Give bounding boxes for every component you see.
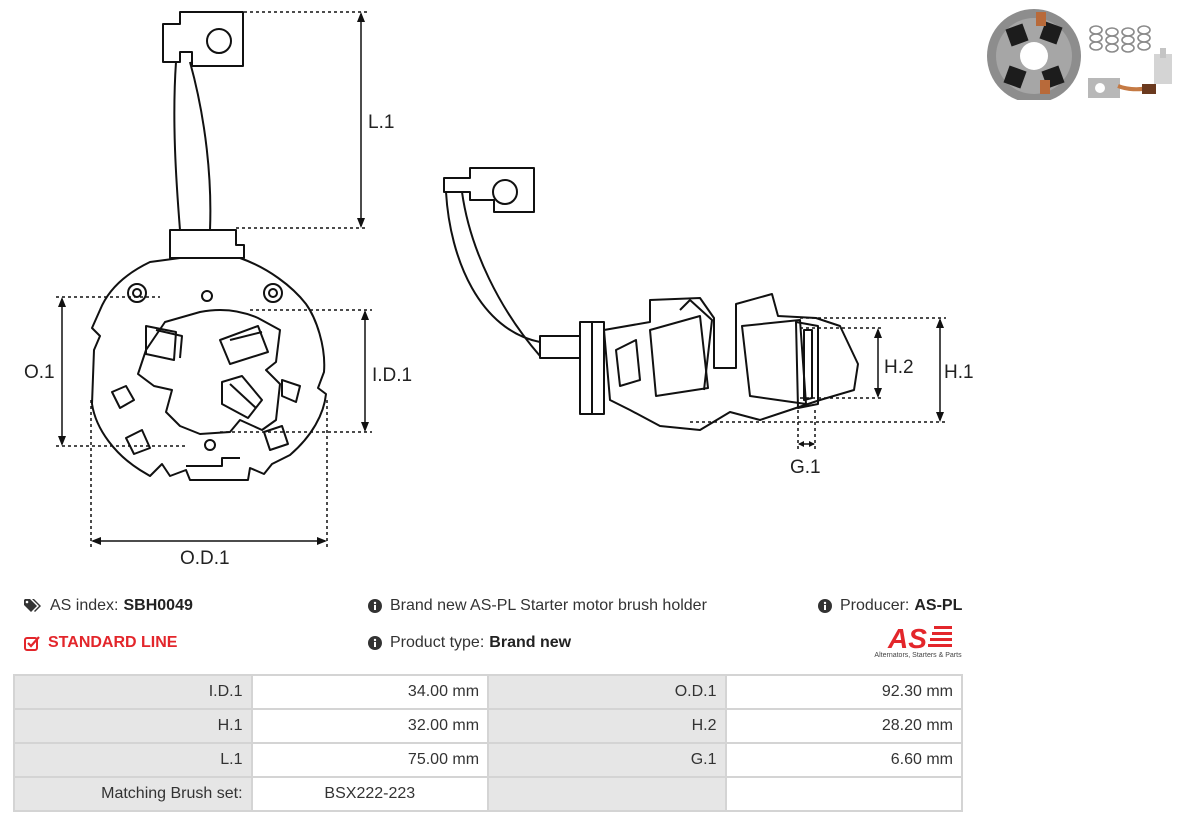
specs-table: I.D.1 34.00 mm O.D.1 92.30 mm H.1 32.00 … <box>13 674 964 812</box>
dim-label-od1: O.D.1 <box>180 548 230 569</box>
spec-value: 28.20 mm <box>724 708 964 744</box>
info-circle-icon <box>818 599 832 613</box>
product-photo-thumbnail[interactable] <box>982 8 1182 100</box>
info-circle-icon <box>368 599 382 613</box>
check-square-icon <box>24 635 40 651</box>
spec-value: 32.00 mm <box>250 708 490 744</box>
product-type-value: Brand new <box>489 634 572 651</box>
spec-label <box>487 776 727 812</box>
table-row: Matching Brush set: BSX222-223 <box>13 776 964 812</box>
spec-label: L.1 <box>13 742 253 778</box>
info-circle-icon <box>368 636 382 650</box>
logo-mark-text: AS <box>887 623 927 652</box>
spec-label: Matching Brush set: <box>13 776 253 812</box>
standard-line-badge: STANDARD LINE <box>24 634 177 652</box>
dim-label-g1: G.1 <box>790 457 821 478</box>
dim-label-id1: I.D.1 <box>372 365 412 386</box>
table-row: L.1 75.00 mm G.1 6.60 mm <box>13 742 964 778</box>
description-row: Brand new AS-PL Starter motor brush hold… <box>368 597 707 615</box>
spec-value: 6.60 mm <box>724 742 964 778</box>
dim-label-o1: O.1 <box>24 362 55 383</box>
standard-line-text: STANDARD LINE <box>48 634 178 651</box>
dim-label-h2: H.2 <box>884 357 914 378</box>
as-pl-logo-mark: AS <box>887 623 952 654</box>
dim-label-h1: H.1 <box>944 362 974 383</box>
product-info: AS index: SBH0049 STANDARD LINE Brand ne… <box>24 594 974 662</box>
logo-tagline: Alternators, Starters & Parts <box>874 652 962 659</box>
producer-value: AS-PL <box>914 597 963 614</box>
as-index-label: AS index: <box>50 597 119 614</box>
producer-label: Producer: <box>840 597 910 614</box>
table-row: I.D.1 34.00 mm O.D.1 92.30 mm <box>13 674 964 710</box>
spec-value: 34.00 mm <box>250 674 490 710</box>
as-index-value: SBH0049 <box>123 597 193 614</box>
technical-drawing: L.1 O.1 I.D.1 O.D.1 H.1 H.2 G.1 <box>24 11 974 569</box>
matching-brush-set-link[interactable]: BSX222-223 <box>250 776 490 812</box>
spec-label: H.1 <box>13 708 253 744</box>
spec-label: O.D.1 <box>487 674 727 710</box>
table-row: H.1 32.00 mm H.2 28.20 mm <box>13 708 964 744</box>
spec-value: 92.30 mm <box>724 674 964 710</box>
as-index-row: AS index: SBH0049 <box>24 597 193 615</box>
spec-label: H.2 <box>487 708 727 744</box>
spec-label: G.1 <box>487 742 727 778</box>
spec-value <box>724 776 964 812</box>
spec-label: I.D.1 <box>13 674 253 710</box>
spec-value: 75.00 mm <box>250 742 490 778</box>
as-pl-logo: AS Alternators, Starters & Parts <box>870 622 966 664</box>
tags-icon <box>24 599 41 612</box>
dim-label-l1: L.1 <box>368 112 394 133</box>
product-type-label: Product type: <box>390 634 485 651</box>
product-type-row: Product type: Brand new <box>368 634 571 652</box>
producer-row: Producer: AS-PL <box>818 597 962 615</box>
product-description: Brand new AS-PL Starter motor brush hold… <box>390 597 707 614</box>
